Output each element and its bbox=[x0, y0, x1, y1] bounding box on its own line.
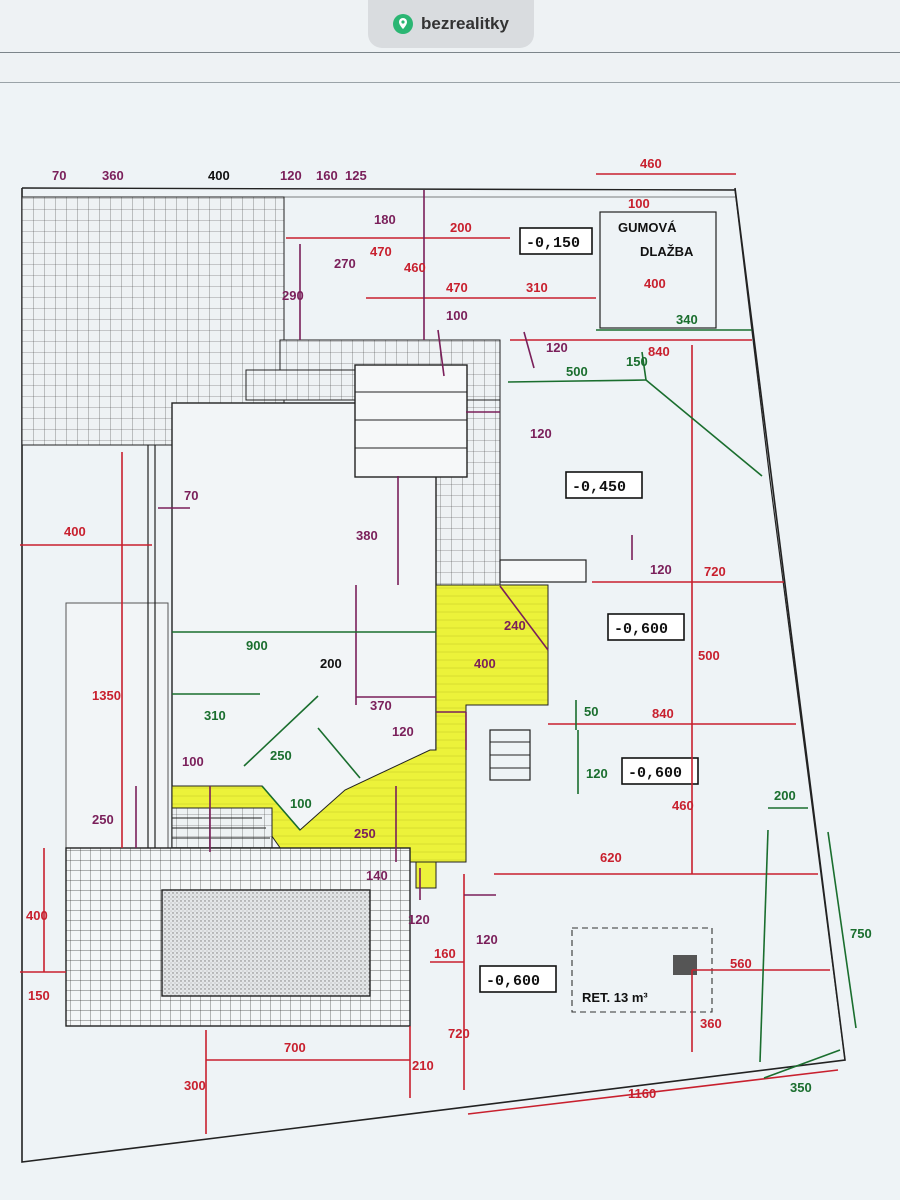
level-0600-a: -0,600 bbox=[614, 621, 668, 638]
dim-g-150: 150 bbox=[626, 354, 648, 369]
dim-g-100: 100 bbox=[290, 796, 312, 811]
top-strip-0: 70 bbox=[52, 168, 66, 183]
dim-p-70: 70 bbox=[184, 488, 198, 503]
top-strip-5: 125 bbox=[345, 168, 367, 183]
dim-720: 720 bbox=[704, 564, 726, 579]
dim-700: 700 bbox=[284, 1040, 306, 1055]
dim-620: 620 bbox=[600, 850, 622, 865]
tiled-step bbox=[245, 369, 357, 401]
house-outline bbox=[65, 364, 587, 849]
dim-p-120f: 120 bbox=[408, 912, 430, 927]
dim-560: 560 bbox=[730, 956, 752, 971]
dim-g-900: 900 bbox=[246, 638, 268, 653]
stairs bbox=[171, 729, 531, 854]
dim-p-120b: 120 bbox=[530, 426, 552, 441]
dim-p-120c: 120 bbox=[392, 724, 414, 739]
dim-p-100: 100 bbox=[446, 308, 468, 323]
rubber-tiling-area bbox=[599, 211, 717, 329]
dim-p-250a: 250 bbox=[92, 812, 114, 827]
green-dimension-texts: 340 150 500 900 310 250 100 50 120 200 7… bbox=[204, 312, 872, 1095]
dim-g-500: 500 bbox=[566, 364, 588, 379]
dim-p-370: 370 bbox=[370, 698, 392, 713]
dim-400a: 400 bbox=[644, 276, 666, 291]
top-strip: 70 360 400 120 160 125 bbox=[52, 168, 367, 183]
top-strip-3: 120 bbox=[280, 168, 302, 183]
dim-1160: 1160 bbox=[628, 1086, 656, 1101]
dim-p-240: 240 bbox=[504, 618, 526, 633]
dim-p-380: 380 bbox=[356, 528, 378, 543]
dim-p-120e: 120 bbox=[476, 932, 498, 947]
dim-p-250b: 250 bbox=[354, 826, 376, 841]
level-0150: -0,150 bbox=[526, 235, 580, 252]
dim-720b: 720 bbox=[448, 1026, 470, 1041]
level-0600-c: -0,600 bbox=[486, 973, 540, 990]
dim-p-120a: 120 bbox=[546, 340, 568, 355]
dim-g-750: 750 bbox=[850, 926, 872, 941]
level-0600-b: -0,600 bbox=[628, 765, 682, 782]
dim-210: 210 bbox=[412, 1058, 434, 1073]
top-strip-2: 400 bbox=[208, 168, 230, 183]
pool-area bbox=[65, 847, 411, 1027]
dim-360: 360 bbox=[700, 1016, 722, 1031]
dim-840a: 840 bbox=[648, 344, 670, 359]
brand-badge[interactable]: bezrealitky bbox=[368, 0, 534, 48]
dim-g-250: 250 bbox=[270, 748, 292, 763]
dim-300: 300 bbox=[184, 1078, 206, 1093]
red-dimension-texts: 460 470 200 470 310 100 400 460 400 1350… bbox=[26, 156, 752, 1101]
dim-470b: 470 bbox=[446, 280, 468, 295]
top-bar: bezrealitky bbox=[0, 0, 900, 83]
level-0450: -0,450 bbox=[572, 479, 626, 496]
dim-p-400: 400 bbox=[474, 656, 496, 671]
dim-g-350: 350 bbox=[790, 1080, 812, 1095]
top-strip-4: 160 bbox=[316, 168, 338, 183]
dim-g-50: 50 bbox=[584, 704, 598, 719]
dim-g-200: 200 bbox=[774, 788, 796, 803]
dim-p-140: 140 bbox=[366, 868, 388, 883]
dim-160: 160 bbox=[434, 946, 456, 961]
dim-460b: 460 bbox=[404, 260, 426, 275]
location-pin-icon bbox=[393, 14, 414, 34]
dim-400c: 400 bbox=[64, 524, 86, 539]
dim-p-200: 200 bbox=[320, 656, 342, 671]
dim-p-120d: 120 bbox=[650, 562, 672, 577]
site-boundary bbox=[21, 187, 846, 1163]
dim-400d: 400 bbox=[26, 908, 48, 923]
dim-200: 200 bbox=[450, 220, 472, 235]
red-dimension-lines bbox=[20, 173, 839, 1134]
dim-g-120: 120 bbox=[586, 766, 608, 781]
dim-460c: 460 bbox=[672, 798, 694, 813]
brand-name: bezrealitky bbox=[421, 14, 509, 33]
dim-p-290: 290 bbox=[282, 288, 304, 303]
dim-g-340: 340 bbox=[676, 312, 698, 327]
dim-p-270: 270 bbox=[334, 256, 356, 271]
dim-150: 150 bbox=[28, 988, 50, 1003]
tank-lid bbox=[673, 955, 697, 975]
dim-310: 310 bbox=[526, 280, 548, 295]
level-markers: -0,150 -0,450 -0,600 -0,600 -0,600 bbox=[479, 227, 699, 993]
dim-460: 460 bbox=[640, 156, 662, 171]
label-dlazba: DLAŽBA bbox=[640, 244, 694, 259]
dim-100: 100 bbox=[628, 196, 650, 211]
top-divider bbox=[0, 52, 900, 53]
dim-500: 500 bbox=[698, 648, 720, 663]
dim-p-100b: 100 bbox=[182, 754, 204, 769]
dim-g-310: 310 bbox=[204, 708, 226, 723]
top-strip-1: 360 bbox=[102, 168, 124, 183]
label-gumova: GUMOVÁ bbox=[618, 220, 677, 235]
dim-470a: 470 bbox=[370, 244, 392, 259]
label-retention: RET. 13 m³ bbox=[582, 990, 648, 1005]
dim-1350: 1350 bbox=[92, 688, 121, 703]
dim-840b: 840 bbox=[652, 706, 674, 721]
green-dimension-lines bbox=[172, 329, 857, 1079]
purple-dimension-lines bbox=[135, 190, 633, 900]
dim-p-180: 180 bbox=[374, 212, 396, 227]
purple-dimension-texts: 180 270 290 100 120 120 380 200 370 400 … bbox=[92, 212, 672, 947]
